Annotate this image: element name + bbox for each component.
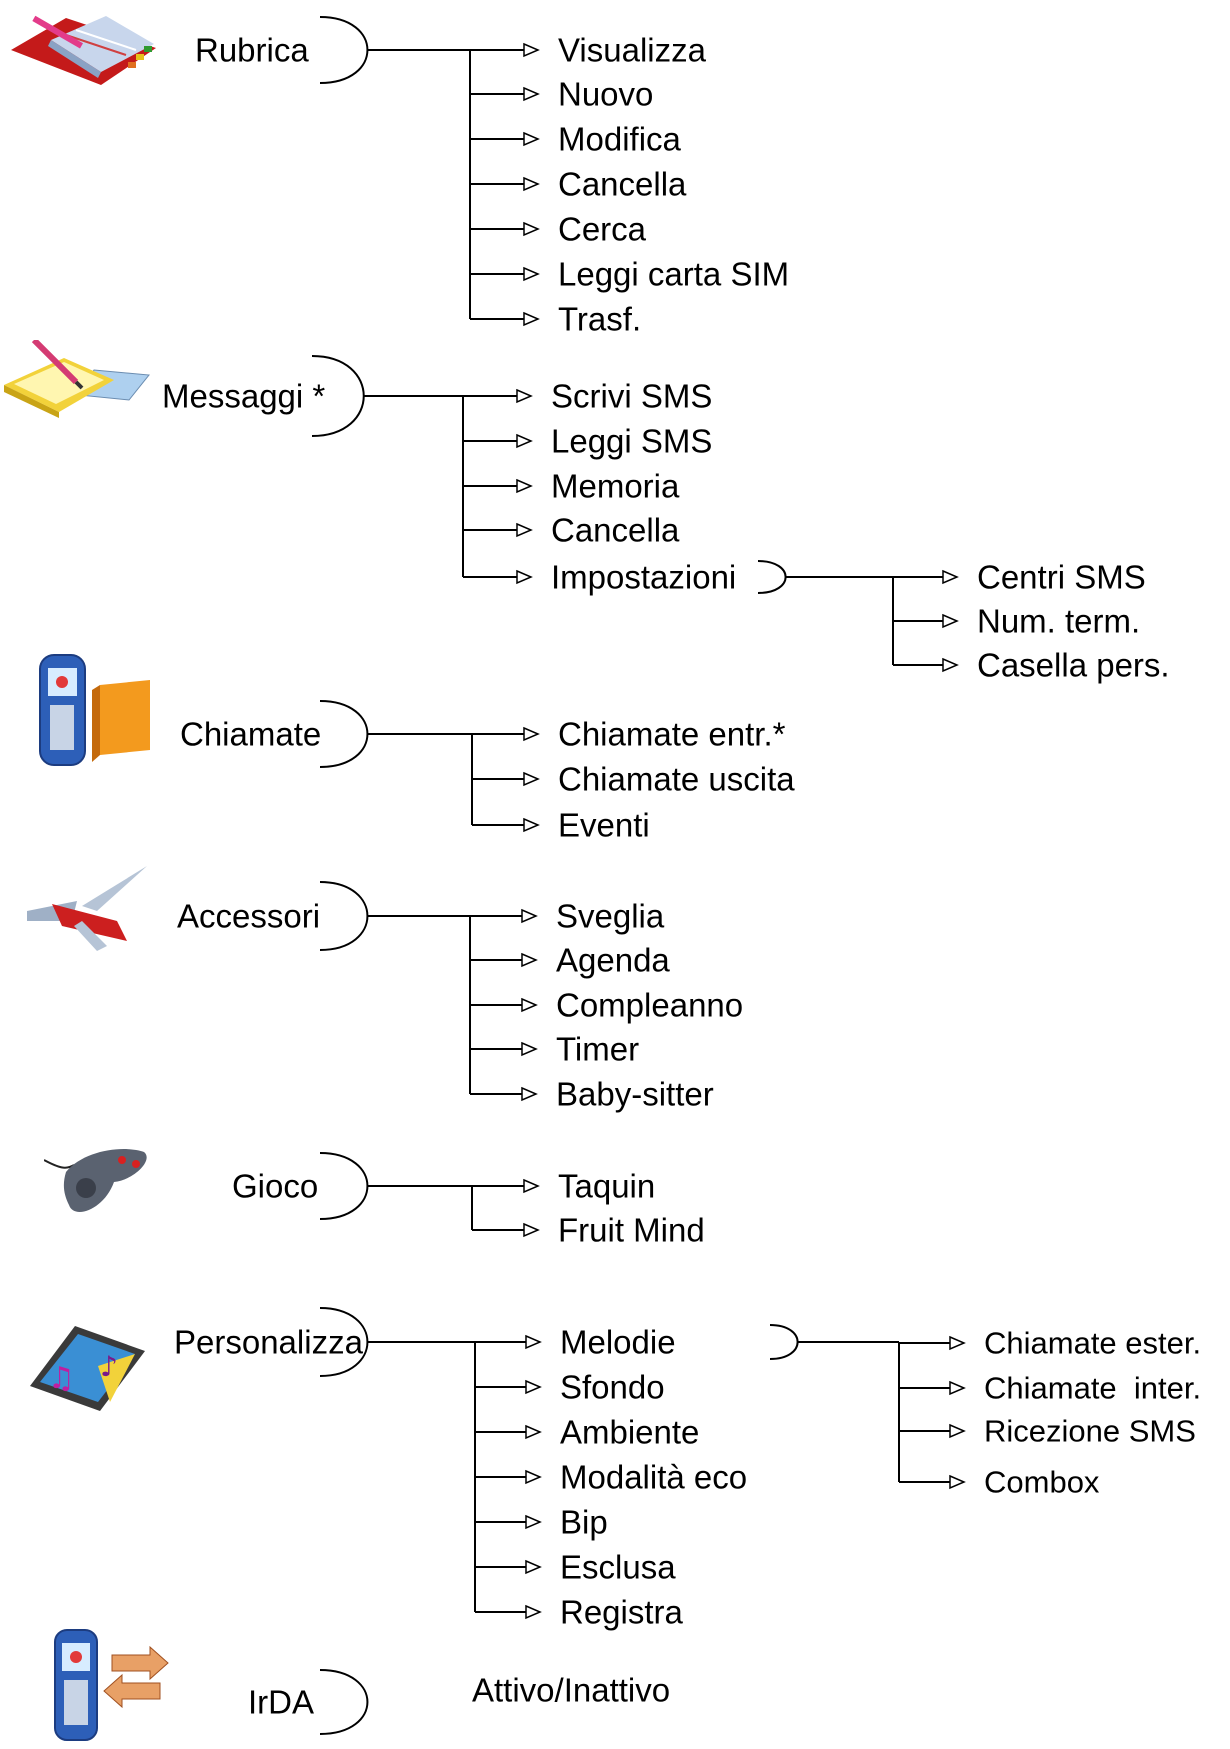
item-baby-sitter: Baby-sitter bbox=[556, 1075, 714, 1113]
menu-personalizza: Personalizza bbox=[174, 1323, 363, 1361]
bracket-curve bbox=[319, 700, 369, 768]
arrow-head bbox=[942, 569, 959, 585]
arrow-head bbox=[523, 726, 540, 742]
arrow-head bbox=[525, 1559, 542, 1575]
notepad-icon bbox=[4, 340, 150, 418]
subitem-num-term: Num. term. bbox=[977, 602, 1141, 640]
item-eventi: Eventi bbox=[558, 806, 650, 844]
item-timer: Timer bbox=[556, 1030, 640, 1068]
arrow-head bbox=[523, 1178, 540, 1194]
arrow-head bbox=[523, 221, 540, 237]
item-registra: Registra bbox=[560, 1593, 683, 1631]
item-bip: Bip bbox=[560, 1503, 608, 1541]
arrow-head bbox=[516, 388, 533, 404]
arrow-head bbox=[942, 657, 959, 673]
arrow-head bbox=[523, 176, 540, 192]
subitem-centri-sms: Centri SMS bbox=[977, 558, 1146, 596]
arrow-head bbox=[523, 86, 540, 102]
menu-accessori: Accessori bbox=[177, 897, 321, 935]
subitem-ricezione-sms: Ricezione SMS bbox=[984, 1413, 1196, 1449]
item-visualizza: Visualizza bbox=[558, 31, 706, 69]
arrow-head bbox=[521, 952, 538, 968]
svg-text:♫: ♫ bbox=[48, 1361, 75, 1396]
arrow-head bbox=[523, 771, 540, 787]
subitem-chiamate-inter: Chiamate inter. bbox=[984, 1370, 1202, 1406]
arrow-head bbox=[516, 478, 533, 494]
arrow-head bbox=[525, 1334, 542, 1350]
infrared-phone-icon bbox=[54, 1629, 169, 1741]
item-leggi-carta-sim: Leggi carta SIM bbox=[558, 255, 790, 293]
item-compleanno: Compleanno bbox=[556, 986, 744, 1024]
item-cancella-msg: Cancella bbox=[551, 511, 680, 549]
bracket-curve bbox=[769, 1324, 799, 1360]
arrow-head bbox=[521, 1086, 538, 1102]
item-chiamate-entr: Chiamate entr.* bbox=[558, 715, 786, 753]
subitem-casella-pers: Casella pers. bbox=[977, 646, 1170, 684]
arrow-head bbox=[523, 266, 540, 282]
arrow-head bbox=[523, 131, 540, 147]
item-cancella: Cancella bbox=[558, 165, 687, 203]
arrow-head bbox=[523, 817, 540, 833]
item-ambiente: Ambiente bbox=[560, 1413, 700, 1451]
item-agenda: Agenda bbox=[556, 941, 670, 979]
item-esclusa: Esclusa bbox=[560, 1548, 676, 1586]
arrow-head bbox=[949, 1423, 966, 1439]
menu-rubrica: Rubrica bbox=[195, 31, 309, 69]
item-melodie: Melodie bbox=[560, 1323, 676, 1361]
gamepad-icon bbox=[44, 1149, 147, 1212]
phone-call-icon bbox=[39, 654, 150, 766]
arrow-head bbox=[949, 1474, 966, 1490]
bracket-curve bbox=[319, 1152, 369, 1220]
menu-chiamate: Chiamate bbox=[180, 715, 322, 753]
bracket-curve bbox=[319, 881, 369, 951]
subitem-chiamate-ester: Chiamate ester. bbox=[984, 1325, 1202, 1361]
item-memoria: Memoria bbox=[551, 467, 680, 505]
arrow-head bbox=[949, 1380, 966, 1396]
irda-option: Attivo/Inattivo bbox=[472, 1671, 671, 1709]
address-book-icon bbox=[11, 15, 156, 85]
arrow-head bbox=[525, 1379, 542, 1395]
item-sfondo: Sfondo bbox=[560, 1368, 665, 1406]
item-modifica: Modifica bbox=[558, 120, 681, 158]
arrow-head bbox=[521, 908, 538, 924]
item-cerca: Cerca bbox=[558, 210, 647, 248]
arrow-head bbox=[525, 1604, 542, 1620]
item-taquin: Taquin bbox=[558, 1167, 656, 1205]
arrow-head bbox=[949, 1335, 966, 1351]
menu-messaggi: Messaggi * bbox=[162, 377, 326, 415]
bracket-curve bbox=[757, 560, 787, 594]
menu-irda: IrDA bbox=[248, 1683, 314, 1721]
item-sveglia: Sveglia bbox=[556, 897, 665, 935]
item-chiamate-uscita: Chiamate uscita bbox=[558, 760, 795, 798]
bracket-curve bbox=[319, 16, 369, 84]
arrow-head bbox=[525, 1424, 542, 1440]
arrow-head bbox=[942, 613, 959, 629]
menu-gioco: Gioco bbox=[232, 1167, 319, 1205]
arrow-head bbox=[521, 997, 538, 1013]
arrow-head bbox=[516, 569, 533, 585]
item-nuovo: Nuovo bbox=[558, 75, 654, 113]
subitem-combox: Combox bbox=[984, 1464, 1100, 1500]
arrow-head bbox=[525, 1469, 542, 1485]
arrow-head bbox=[523, 1222, 540, 1238]
item-leggi-sms: Leggi SMS bbox=[551, 422, 713, 460]
item-trasf: Trasf. bbox=[558, 300, 642, 338]
item-scrivi-sms: Scrivi SMS bbox=[551, 377, 713, 415]
bracket-curve bbox=[311, 355, 365, 437]
arrow-head bbox=[516, 433, 533, 449]
item-fruit-mind: Fruit Mind bbox=[558, 1211, 705, 1249]
arrow-head bbox=[521, 1041, 538, 1057]
arrow-head bbox=[516, 522, 533, 538]
arrow-head bbox=[525, 1514, 542, 1530]
arrow-head bbox=[523, 42, 540, 58]
svg-text:♪: ♪ bbox=[100, 1350, 118, 1383]
bracket-curve bbox=[319, 1669, 369, 1735]
swiss-knife-icon bbox=[27, 866, 147, 951]
personalize-icon: ♫ ♪ bbox=[30, 1326, 145, 1411]
arrow-head bbox=[523, 311, 540, 327]
item-impostazioni: Impostazioni bbox=[551, 558, 737, 596]
item-modalita-eco: Modalità eco bbox=[560, 1458, 748, 1496]
